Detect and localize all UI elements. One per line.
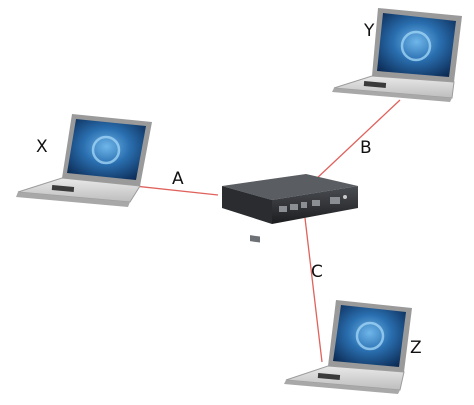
laptop-x-icon [16, 114, 152, 207]
laptop-y-icon [332, 8, 462, 102]
network-switch-icon [222, 174, 358, 243]
link-label-c: C [311, 262, 323, 282]
link-label-a: A [172, 169, 184, 189]
link-label-b: B [360, 138, 372, 158]
link-a [124, 184, 219, 196]
label-y: Y [363, 21, 375, 41]
label-z: Z [410, 338, 422, 358]
laptop-z-icon [284, 300, 412, 394]
link-b [314, 99, 401, 181]
label-x: X [36, 137, 48, 157]
link-c [304, 217, 323, 363]
